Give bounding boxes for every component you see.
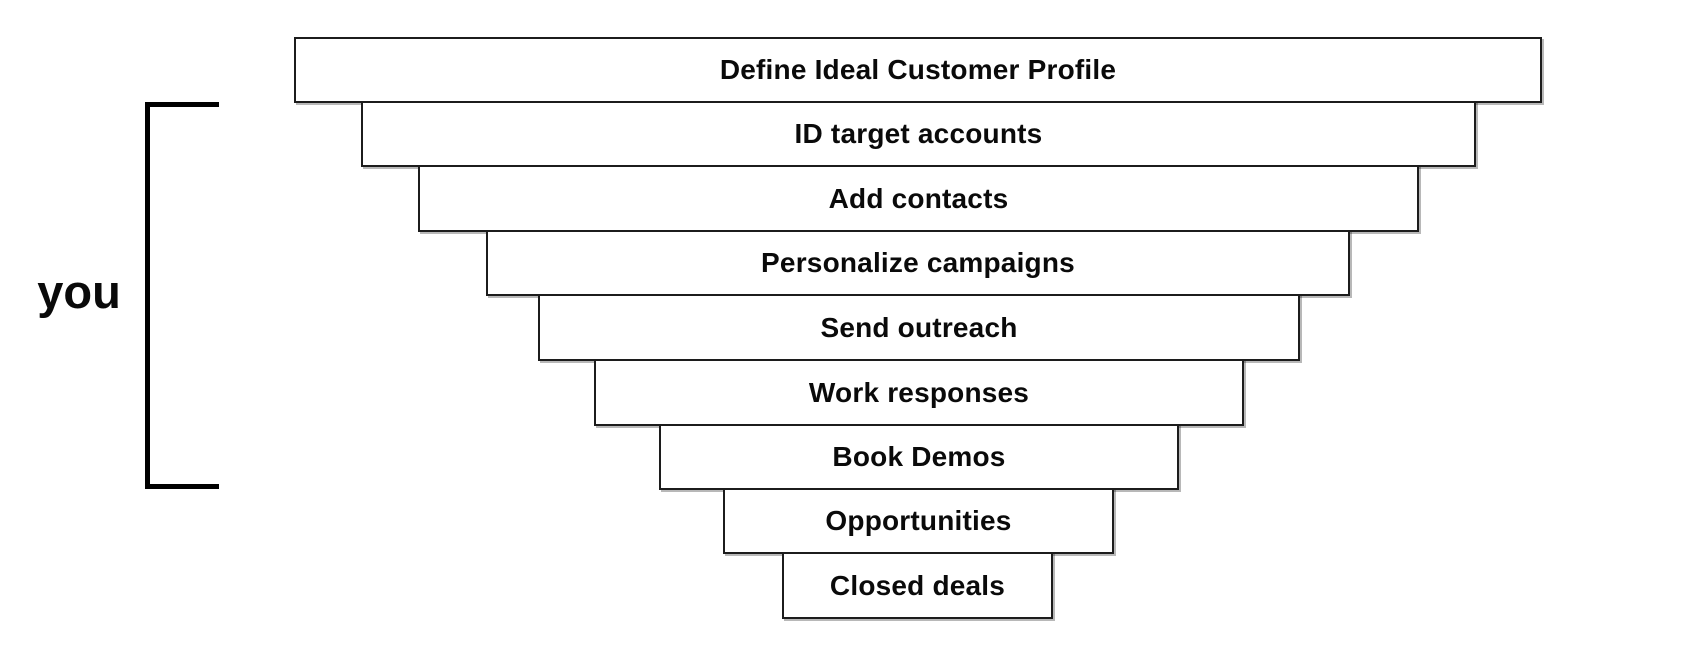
you-label: you <box>37 265 121 318</box>
funnel-stage-id-target-accounts: ID target accounts <box>361 101 1476 167</box>
funnel-stage-personalize-campaigns: Personalize campaigns <box>486 230 1350 296</box>
funnel-stage-book-demos: Book Demos <box>659 424 1179 490</box>
funnel-stage-define-icp: Define Ideal Customer Profile <box>294 37 1542 103</box>
funnel-stage-closed-deals: Closed deals <box>782 552 1053 619</box>
funnel-stage-add-contacts: Add contacts <box>418 165 1419 232</box>
funnel-stage-work-responses: Work responses <box>594 359 1244 426</box>
you-bracket <box>145 102 219 489</box>
funnel-stage-send-outreach: Send outreach <box>538 294 1300 361</box>
funnel-stage-opportunities: Opportunities <box>723 488 1114 554</box>
